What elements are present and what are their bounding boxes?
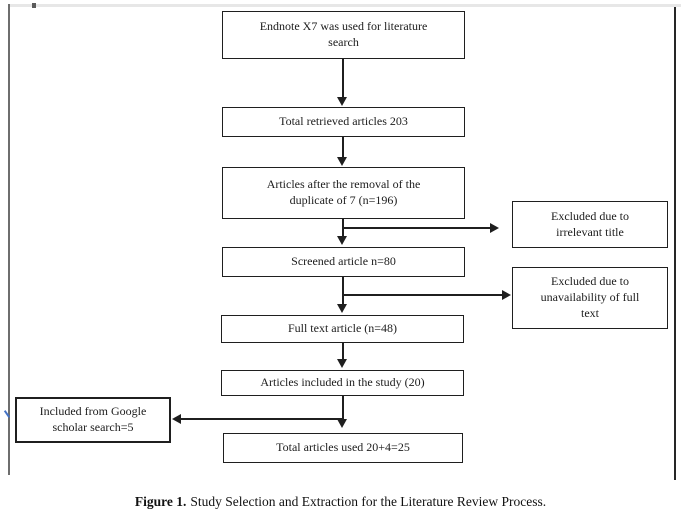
flow-node-retrieved: Total retrieved articles 203 [222,107,465,137]
flow-arrow-retrieved-duplicates [342,137,344,158]
arrowhead-down-icon [337,157,347,166]
figure-caption: Figure 1.Study Selection and Extraction … [0,494,681,510]
arrowhead-down-icon [337,97,347,106]
arrowhead-down-icon [337,359,347,368]
flow-node-excluded-fulltext: Excluded due to unavailability of full t… [512,267,668,329]
page-left-border [8,4,10,475]
page-top-edge [10,4,681,7]
arrowhead-down-icon [337,236,347,245]
flow-arrow-excluded-fulltext [343,294,502,296]
flow-node-excluded-title: Excluded due to irrelevant title [512,201,668,248]
arrowhead-left-icon [172,414,181,424]
flow-arrow-excluded-title [343,227,490,229]
page-right-border [674,7,676,480]
flow-node-endnote: Endnote X7 was used for literature searc… [222,11,465,59]
flow-node-google-scholar: Included from Google scholar search=5 [15,397,171,443]
flow-node-screened: Screened article n=80 [222,247,465,277]
arrowhead-right-icon [490,223,499,233]
arrowhead-right-icon [502,290,511,300]
arrowhead-down-icon [337,304,347,313]
flow-node-included: Articles included in the study (20) [221,370,464,396]
flow-arrow-fulltext-included [342,343,344,360]
flow-arrow-google-scholar [181,418,343,420]
figure-caption-text: Study Selection and Extraction for the L… [190,494,547,509]
flow-node-total: Total articles used 20+4=25 [223,433,463,463]
flow-arrow-duplicates-screened [342,219,344,237]
flow-node-fulltext: Full text article (n=48) [221,315,464,343]
flow-arrow-screened-fulltext [342,277,344,305]
flow-arrow-included-total [342,396,344,419]
arrowhead-down-icon [337,419,347,428]
flow-arrow-endnote-retrieved [342,59,344,98]
flow-node-duplicates-removed: Articles after the removal of the duplic… [222,167,465,219]
figure-caption-label: Figure 1. [134,494,187,509]
page-edge-artifact [32,3,36,8]
